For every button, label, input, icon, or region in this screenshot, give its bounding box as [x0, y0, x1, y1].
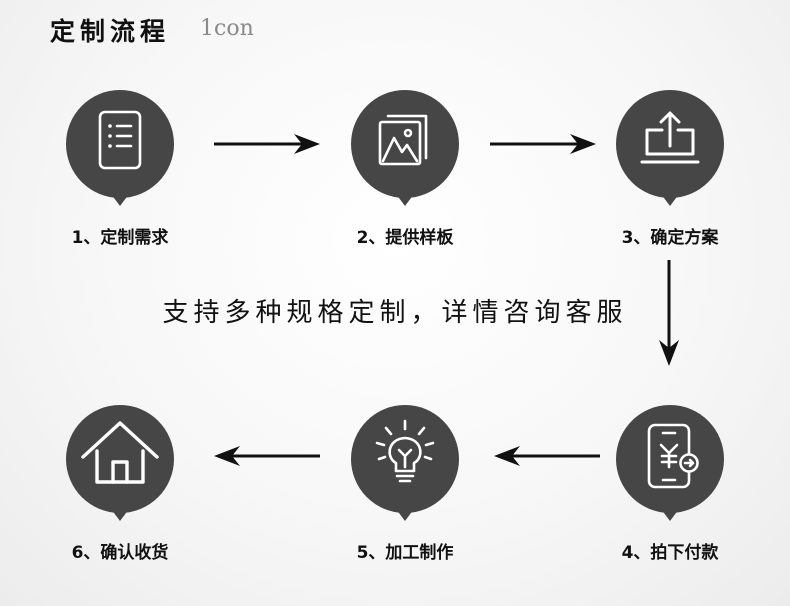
- page-subtitle: 1con: [200, 16, 254, 41]
- customization-note: 支持多种规格定制，详情咨询客服: [162, 298, 628, 328]
- map-pin: [351, 405, 459, 521]
- step-label: 5、加工制作: [356, 543, 454, 563]
- step-label: 4、拍下付款: [621, 543, 719, 563]
- arrow-right-icon: [490, 134, 596, 154]
- checklist-icon: [98, 110, 142, 170]
- map-pin: [66, 405, 174, 521]
- gallery-icon: [378, 114, 428, 166]
- phone-payment-icon: [647, 423, 699, 489]
- step-label: 3、确定方案: [621, 228, 719, 248]
- arrow-down-icon: [659, 260, 679, 366]
- step-label: 2、提供样板: [356, 228, 454, 248]
- arrow-right-icon: [214, 134, 320, 154]
- home-icon: [81, 421, 159, 484]
- map-pin: [616, 405, 724, 521]
- lightbulb-icon: [375, 419, 435, 483]
- map-pin: [351, 90, 459, 206]
- map-pin: [66, 90, 174, 206]
- step-label: 1、定制需求: [71, 228, 169, 248]
- arrow-left-icon: [214, 446, 320, 466]
- step-label: 6、确认收货: [71, 543, 169, 563]
- arrow-left-icon: [494, 446, 600, 466]
- page-title: 定制流程: [50, 17, 171, 46]
- map-pin: [616, 90, 724, 206]
- upload-icon: [640, 111, 700, 164]
